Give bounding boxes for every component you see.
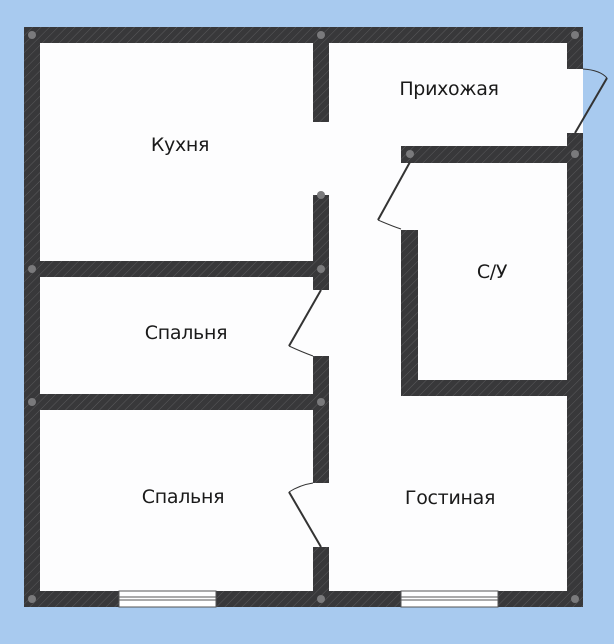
- door-bedroom1: [288, 289, 322, 357]
- center-wall-1: [313, 27, 329, 122]
- door-bathroom: [377, 161, 411, 230]
- room-label-living: Гостиная: [404, 487, 496, 509]
- windows: [118, 590, 499, 608]
- room-label-kitchen: Кухня: [150, 134, 210, 156]
- kitchen-wall: [24, 261, 329, 277]
- floor-area: [24, 27, 583, 607]
- outer-wall-left: [24, 27, 40, 607]
- outer-wall-top: [24, 27, 583, 43]
- columns: [28, 31, 579, 603]
- bathroom-top-wall: [401, 146, 583, 163]
- center-wall-2: [313, 195, 329, 290]
- room-label-bedroom-1: Спальня: [144, 322, 228, 344]
- window-bedroom: [118, 590, 217, 608]
- room-label-bedroom-2: Спальня: [141, 486, 225, 508]
- outer-wall-right-bottom: [567, 133, 583, 607]
- bathroom-bottom-wall: [401, 380, 583, 396]
- room-label-bathroom: С/У: [476, 261, 508, 283]
- outer-wall-right-top: [567, 27, 583, 69]
- center-wall-3: [313, 356, 329, 483]
- door-bedroom2: [288, 482, 322, 548]
- door-entrance: [574, 68, 608, 134]
- room-label-hallway: Прихожая: [399, 78, 499, 100]
- center-wall-4: [313, 547, 329, 607]
- bathroom-left-wall: [401, 230, 418, 396]
- outer-wall-bottom: [24, 591, 583, 607]
- doors: [288, 68, 608, 548]
- bedroom-divider-wall: [24, 394, 329, 410]
- window-living: [400, 590, 499, 608]
